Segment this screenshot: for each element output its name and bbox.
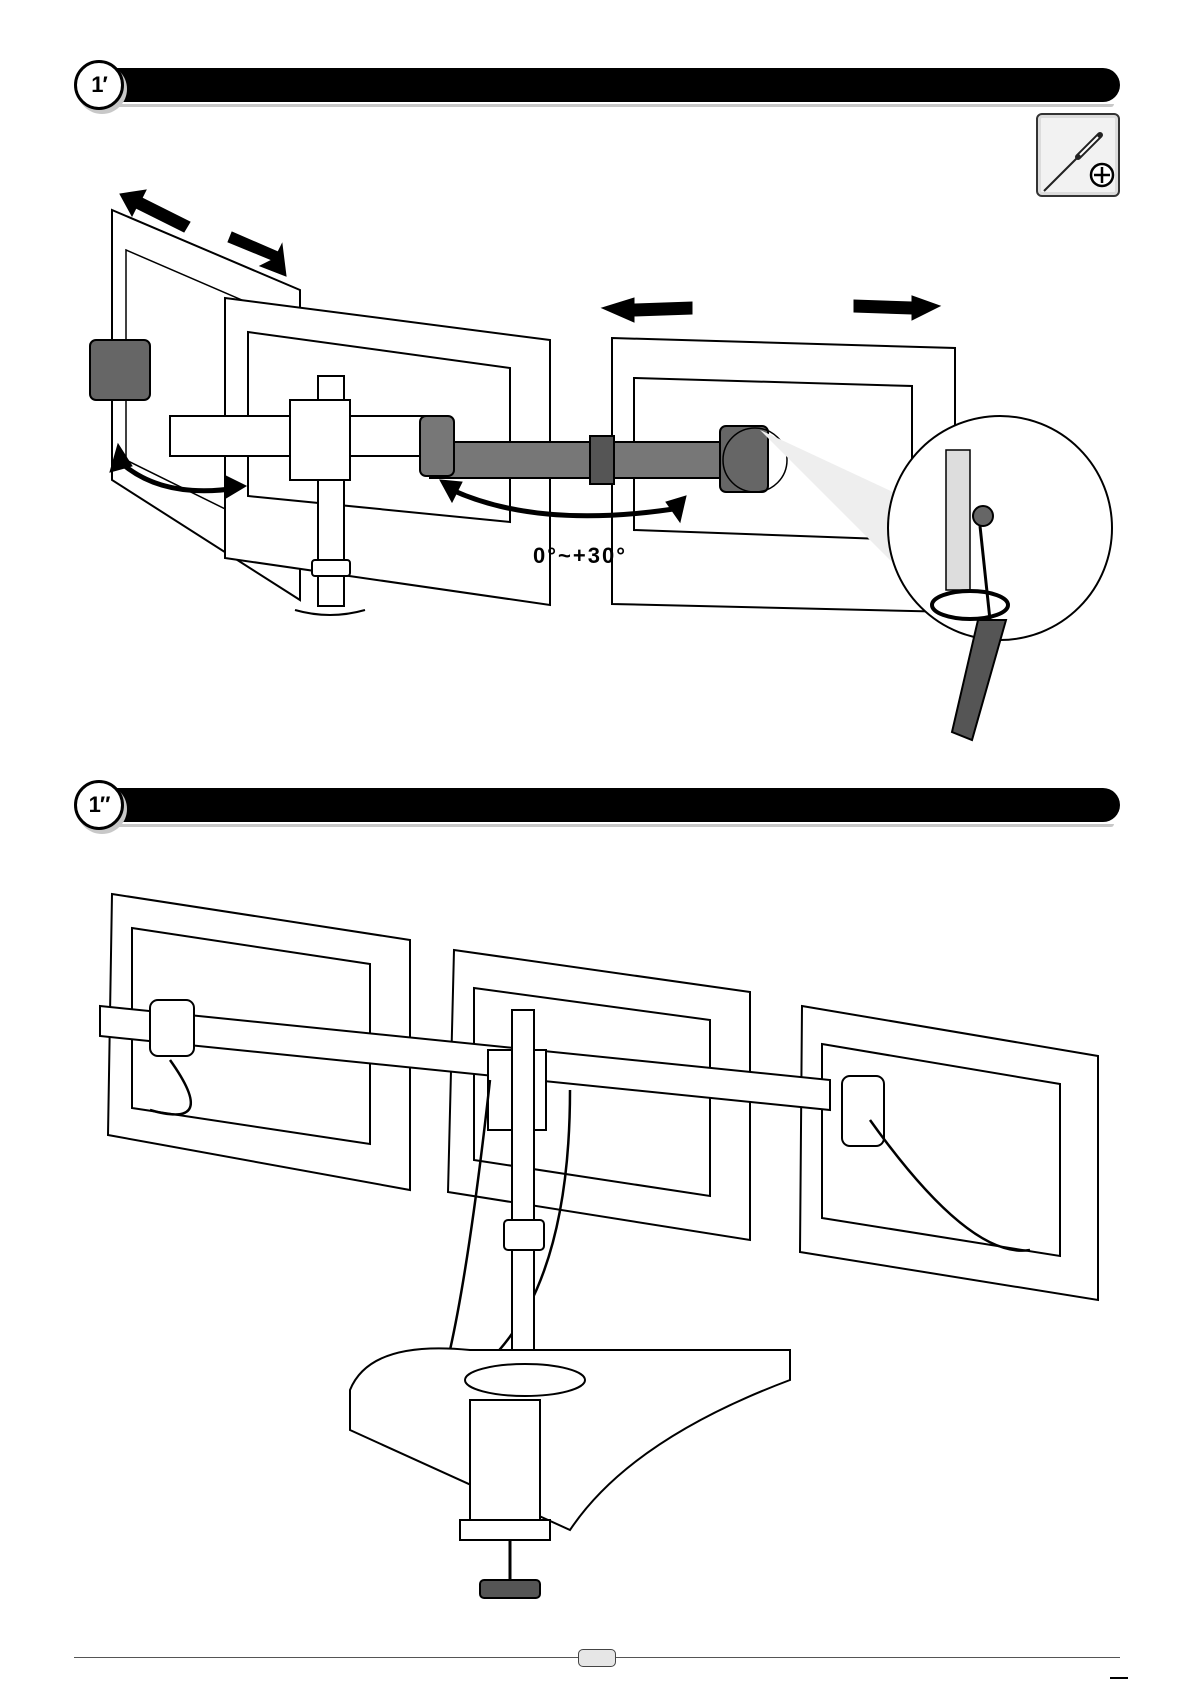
page-number-tab	[578, 1649, 616, 1667]
step-number: 1′	[91, 72, 107, 98]
step-bar-shadow	[110, 824, 1114, 827]
step-bar-shadow	[110, 104, 1114, 107]
desk	[350, 1348, 790, 1530]
step-bar	[110, 68, 1120, 102]
figure-monitor-angle-adjustment	[60, 180, 1140, 760]
step-number-badge: 1′	[74, 60, 124, 110]
step-number-badge: 1″	[74, 780, 124, 830]
corner-mark	[1110, 1677, 1128, 1679]
desk-clamp	[460, 1400, 550, 1598]
figure-cable-management	[70, 880, 1130, 1600]
tilt-range-label: 0°~+30°	[533, 543, 627, 569]
step-header-1b: 1″	[70, 780, 1120, 836]
step-number: 1″	[89, 792, 110, 818]
step-header-1a: 1′	[70, 60, 1120, 116]
step-bar	[110, 788, 1120, 822]
right-monitor	[800, 1006, 1098, 1300]
